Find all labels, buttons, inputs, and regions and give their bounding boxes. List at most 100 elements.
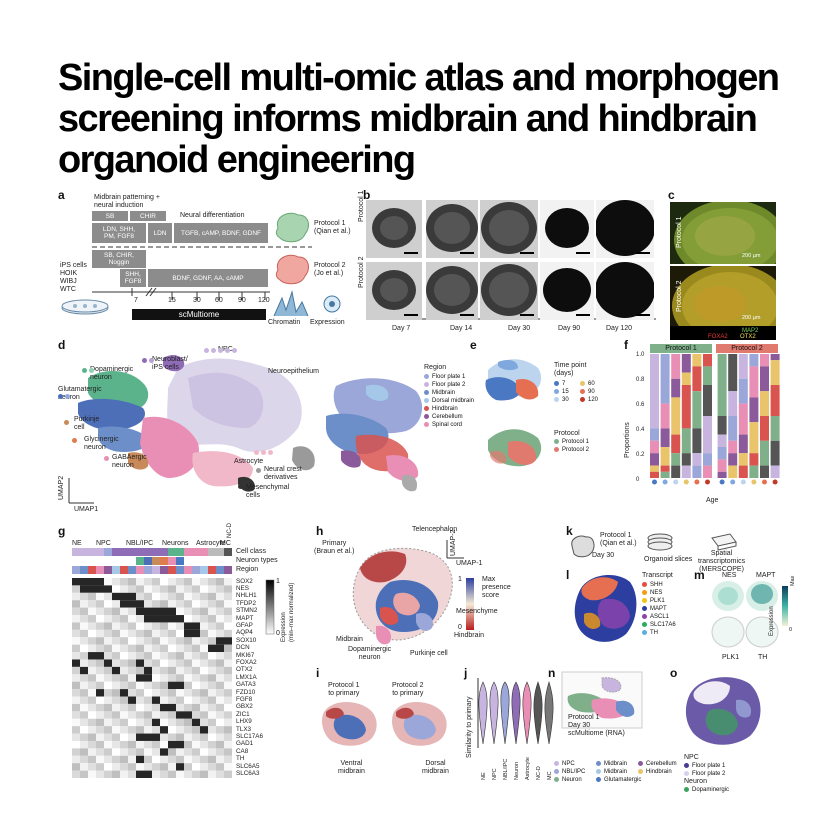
g-heatmap-cell xyxy=(136,689,144,697)
g-heatmap-cell xyxy=(184,718,192,727)
i-protocol1: Protocol 1 to primary xyxy=(328,682,360,697)
f-bar-segment xyxy=(681,372,691,385)
h-dopaminergic: Dopaminergic neuron xyxy=(348,646,392,661)
f-bar-segment xyxy=(770,385,780,416)
panel-e-label: e xyxy=(470,338,477,352)
e-time-label: 60 xyxy=(588,381,595,387)
title-line-2: screening informs midbrain and hindbrain xyxy=(58,98,758,140)
g-region-cell xyxy=(176,566,184,574)
g-heatmap-cell xyxy=(168,740,176,749)
d-cluster-dot xyxy=(256,468,261,473)
g-heatmap-cell xyxy=(152,585,160,593)
g-heatmap-cell xyxy=(224,718,232,727)
g-heatmap-cell xyxy=(72,622,80,630)
d-cluster-dot xyxy=(204,348,209,353)
g-heatmap-cell xyxy=(160,755,168,764)
g-heatmap-cell xyxy=(88,644,96,653)
g-heatmap-cell xyxy=(184,592,192,601)
g-heatmap-cell xyxy=(176,703,184,712)
d-cluster-dot xyxy=(232,348,237,353)
g-heatmap-cell xyxy=(192,770,200,778)
g-heatmap-cell xyxy=(144,733,152,741)
n-legend-item: Neuron xyxy=(554,776,582,784)
g-heatmap-cell xyxy=(136,615,144,623)
g-gene-label: AQP4 xyxy=(236,629,253,637)
panel-a-label: a xyxy=(58,188,65,202)
l-transcript-swatch xyxy=(642,613,647,619)
g-heatmap-cell xyxy=(152,622,160,630)
panel-h-label: h xyxy=(316,524,324,538)
f-stacked-bars xyxy=(650,354,780,485)
g-heatmap-cell xyxy=(160,733,168,741)
g-heatmap-cell xyxy=(200,607,208,616)
g-heatmap-cell xyxy=(104,600,112,608)
g-heatmap-cell xyxy=(152,755,160,764)
f-bar-segment xyxy=(760,366,769,392)
d-cluster-dot xyxy=(211,348,216,353)
j-category-label: Neuron xyxy=(514,761,520,780)
g-region-cell xyxy=(88,566,96,574)
g-heatmap-cell xyxy=(72,578,80,586)
g-heatmap-cell xyxy=(152,644,160,653)
f-bar-segment xyxy=(717,471,727,478)
g-heatmap-cell xyxy=(144,689,152,697)
n-legend-item: Midbrain xyxy=(596,768,627,776)
o-legend-item: Floor plate 2 xyxy=(684,770,725,778)
d-region-label: Hindbrain xyxy=(432,406,458,412)
g-heatmap-cell xyxy=(200,622,208,630)
g-heatmap-cell xyxy=(208,674,216,682)
f-bar-segment xyxy=(749,465,759,478)
a-organoid-2 xyxy=(275,254,309,285)
g-heatmap-cell xyxy=(120,726,128,734)
g-heatmap-cell xyxy=(72,652,80,660)
g-heatmap-cell xyxy=(176,748,184,756)
g-heatmap-cell xyxy=(88,607,96,616)
g-heatmap-cell xyxy=(144,666,152,675)
g-heatmap-cell xyxy=(112,578,120,586)
g-region-cell xyxy=(128,566,136,574)
f-bar-segment xyxy=(692,465,702,478)
g-heatmap-cell xyxy=(104,703,112,712)
g-heatmap-cell xyxy=(216,763,224,771)
g-heatmap-cell xyxy=(72,615,80,623)
f-age-dot xyxy=(762,479,767,485)
c-legend-otx2: OTX2 xyxy=(740,334,756,340)
g-heatmap-cell xyxy=(120,703,128,712)
f-bar-segment xyxy=(692,354,702,367)
g-heatmap-cell xyxy=(144,718,152,727)
panel-g-label: g xyxy=(58,524,66,538)
g-heatmap-cell xyxy=(96,674,104,682)
l-transcript-label: PLK1 xyxy=(650,598,665,604)
g-heatmap-cell xyxy=(120,674,128,682)
g-heatmap-cell xyxy=(144,637,152,645)
g-region-cell xyxy=(136,566,144,574)
g-heatmap-cell xyxy=(152,689,160,697)
g-heatmap-cell xyxy=(216,600,224,608)
g-heatmap-cell xyxy=(88,755,96,764)
g-neuron-type-cell xyxy=(160,557,168,565)
h-telencephalon: Telencephalon xyxy=(412,526,458,533)
g-heatmap-cell xyxy=(192,637,200,645)
d-cluster-dot xyxy=(218,348,223,353)
g-heatmap-cell xyxy=(96,748,104,756)
g-neuron-types: Neuron types xyxy=(236,557,278,564)
g-heatmap-cell xyxy=(200,740,208,749)
n-legend-label: NPC xyxy=(562,761,575,767)
g-heatmap-cell xyxy=(160,726,168,734)
g-heatmap-cell xyxy=(112,703,120,712)
g-h-nbl: NBL/IPC xyxy=(126,540,154,547)
g-heatmap-cell xyxy=(80,733,88,741)
g-heatmap-cell xyxy=(224,763,232,771)
g-heatmap-cell xyxy=(104,578,112,586)
g-heatmap-cell xyxy=(120,644,128,653)
f-bar-segment xyxy=(692,428,702,454)
f-ytick: 0.4 xyxy=(636,427,645,433)
b-day-30: Day 30 xyxy=(508,325,531,332)
f-bar-segment xyxy=(671,434,681,454)
g-heatmap-cell xyxy=(192,629,200,638)
g-heatmap-cell xyxy=(224,733,232,741)
g-heatmap-cell xyxy=(112,711,120,719)
g-heatmap-cell xyxy=(80,755,88,764)
e-time-item: 15 xyxy=(554,388,569,396)
g-heatmap-cell xyxy=(184,666,192,675)
